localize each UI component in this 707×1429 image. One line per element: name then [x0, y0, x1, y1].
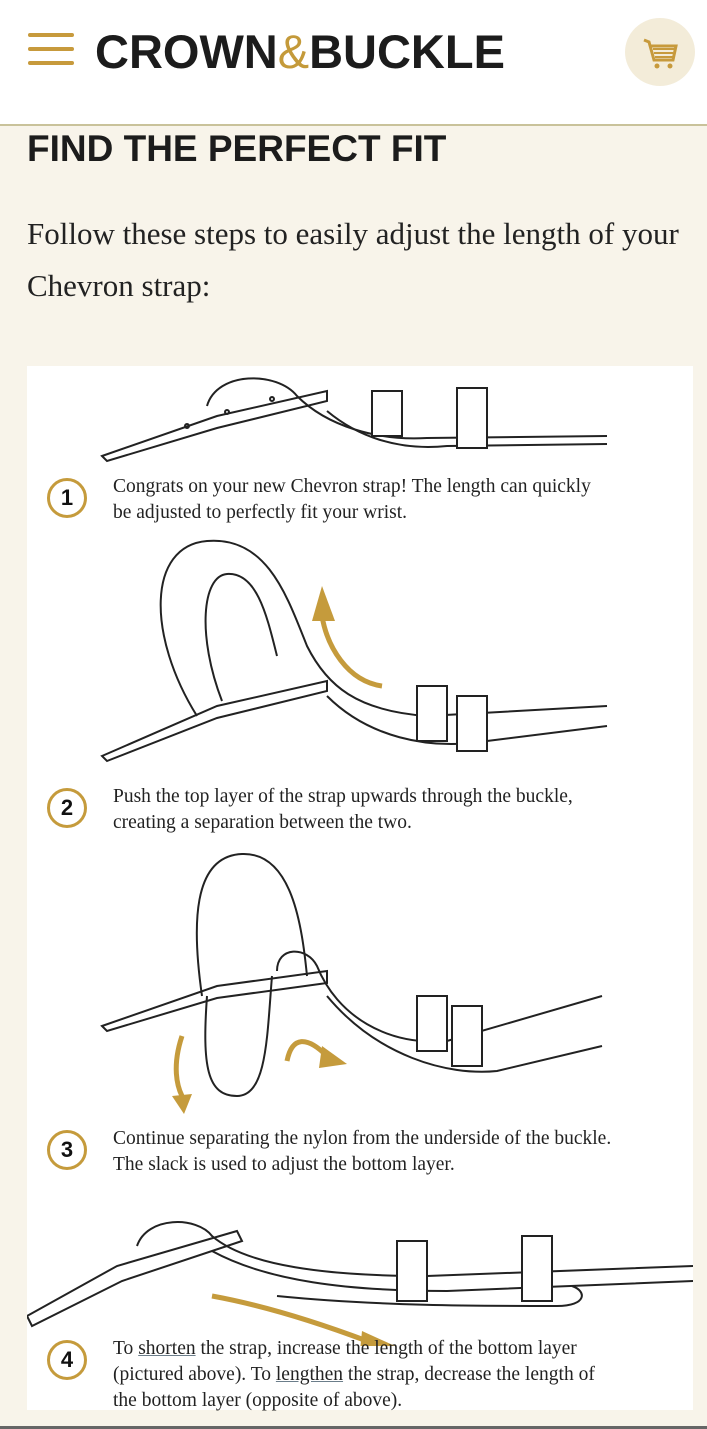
- step-text: Congrats on your new Chevron strap! The …: [113, 476, 591, 523]
- site-header: CROWN&BUCKLE: [0, 0, 707, 126]
- fit-guide-illustration: 1 Congrats on your new Chevron strap! Th…: [27, 366, 693, 1411]
- step-number-badge: 4: [47, 1340, 87, 1380]
- brand-word-crown: CROWN: [95, 25, 278, 78]
- shopping-cart-icon: [643, 38, 678, 69]
- intro-text: Follow these steps to easily adjust the …: [27, 216, 679, 303]
- step-number-badge: 2: [47, 788, 87, 828]
- brand-word-buckle: BUCKLE: [309, 25, 505, 78]
- step-3: 3 Continue separating the nylon from the…: [47, 1126, 613, 1178]
- shorten-term: shorten: [138, 1338, 196, 1359]
- cart-button[interactable]: [625, 18, 695, 86]
- step-text-part: To: [113, 1338, 139, 1359]
- step-number-badge: 1: [47, 478, 87, 518]
- bottom-divider: [0, 1426, 707, 1429]
- strap-illustration-4: [27, 1221, 693, 1346]
- lengthen-term: lengthen: [275, 1364, 344, 1385]
- strap-illustration-2: [100, 539, 608, 763]
- step-text-part: the strap, decrease the length of the bo…: [113, 1364, 595, 1411]
- step-4: 4 To shorten the strap, increase the len…: [47, 1336, 613, 1414]
- strap-illustration-3: [100, 852, 603, 1114]
- brand-ampersand: &: [277, 25, 310, 78]
- step-text-part: the strap, increase the length of the bo…: [113, 1338, 577, 1385]
- strap-illustration-1: [100, 377, 608, 463]
- brand-logo[interactable]: CROWN&BUCKLE: [95, 24, 505, 79]
- step-text: Push the top layer of the strap upwards …: [113, 786, 573, 833]
- step-1: 1 Congrats on your new Chevron strap! Th…: [47, 474, 603, 526]
- step-text: To shorten the strap, increase the lengt…: [113, 1336, 613, 1414]
- page-title: FIND THE PERFECT FIT: [27, 128, 447, 169]
- step-text: Continue separating the nylon from the u…: [113, 1128, 612, 1175]
- step-2: 2 Push the top layer of the strap upward…: [47, 784, 603, 836]
- step-number-badge: 3: [47, 1130, 87, 1170]
- hamburger-icon[interactable]: [28, 33, 76, 67]
